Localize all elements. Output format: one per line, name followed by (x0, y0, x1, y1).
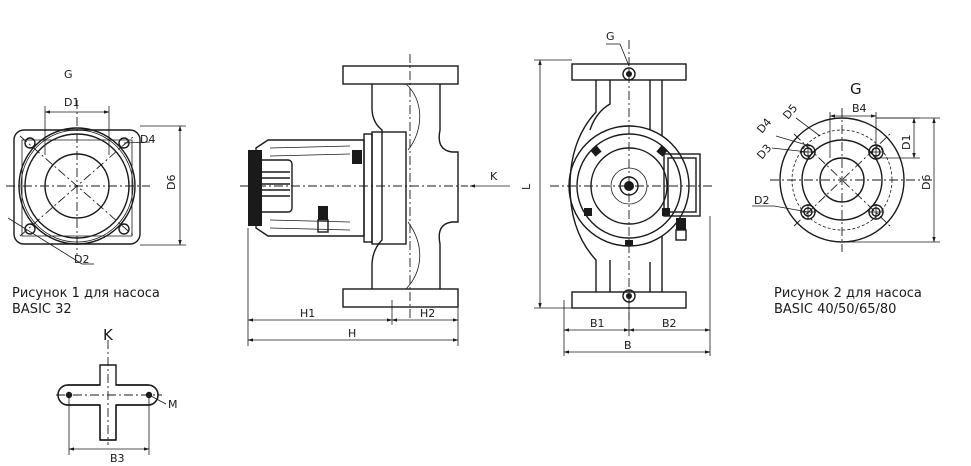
front-b1-label: B1 (590, 317, 605, 330)
front-g-label: G (606, 30, 615, 43)
fig1-d2-label: D2 (74, 253, 89, 266)
detail-m-label: M (168, 398, 178, 411)
pump-front-view (534, 40, 712, 356)
detail-k-label: K (103, 326, 114, 344)
figure1-caption: Рисунок 1 для насоса BASIC 32 (12, 286, 160, 318)
side-h1-label: H1 (300, 307, 315, 320)
fig2-d1-label: D1 (900, 135, 913, 150)
figure1-caption-line1: Рисунок 1 для насоса (12, 286, 160, 301)
fig2-d2-label: D2 (754, 194, 769, 207)
figure2-flange-view (752, 108, 940, 252)
figure2-caption: Рисунок 2 для насоса BASIC 40/50/65/80 (774, 286, 922, 318)
fig2-d6-label: D6 (920, 175, 933, 190)
side-h2-label: H2 (420, 307, 435, 320)
fig2-g-label: G (850, 80, 862, 98)
fig2-b4-label: B4 (852, 102, 867, 115)
fig2-d4-label: D4 (754, 116, 774, 136)
front-b-label: B (624, 339, 632, 352)
figure2-caption-line2: BASIC 40/50/65/80 (774, 302, 897, 317)
side-h-label: H (348, 327, 356, 340)
front-b2-label: B2 (662, 317, 677, 330)
fig1-d4-label: D4 (140, 133, 155, 146)
figure2-caption-line1: Рисунок 2 для насоса (774, 286, 922, 301)
fig1-d1-label: D1 (64, 96, 79, 109)
figure1-flange-view (6, 100, 186, 265)
fig1-d6-label: D6 (165, 175, 178, 190)
detail-b3-label: B3 (110, 452, 125, 465)
pump-side-view (240, 54, 510, 346)
fig1-g-label: G (64, 68, 73, 81)
flange-detail-view (56, 340, 167, 455)
side-k-label: K (490, 170, 498, 183)
front-l-label: L (520, 183, 533, 190)
fig2-d3-label: D3 (754, 142, 774, 162)
figure1-caption-line2: BASIC 32 (12, 302, 72, 317)
